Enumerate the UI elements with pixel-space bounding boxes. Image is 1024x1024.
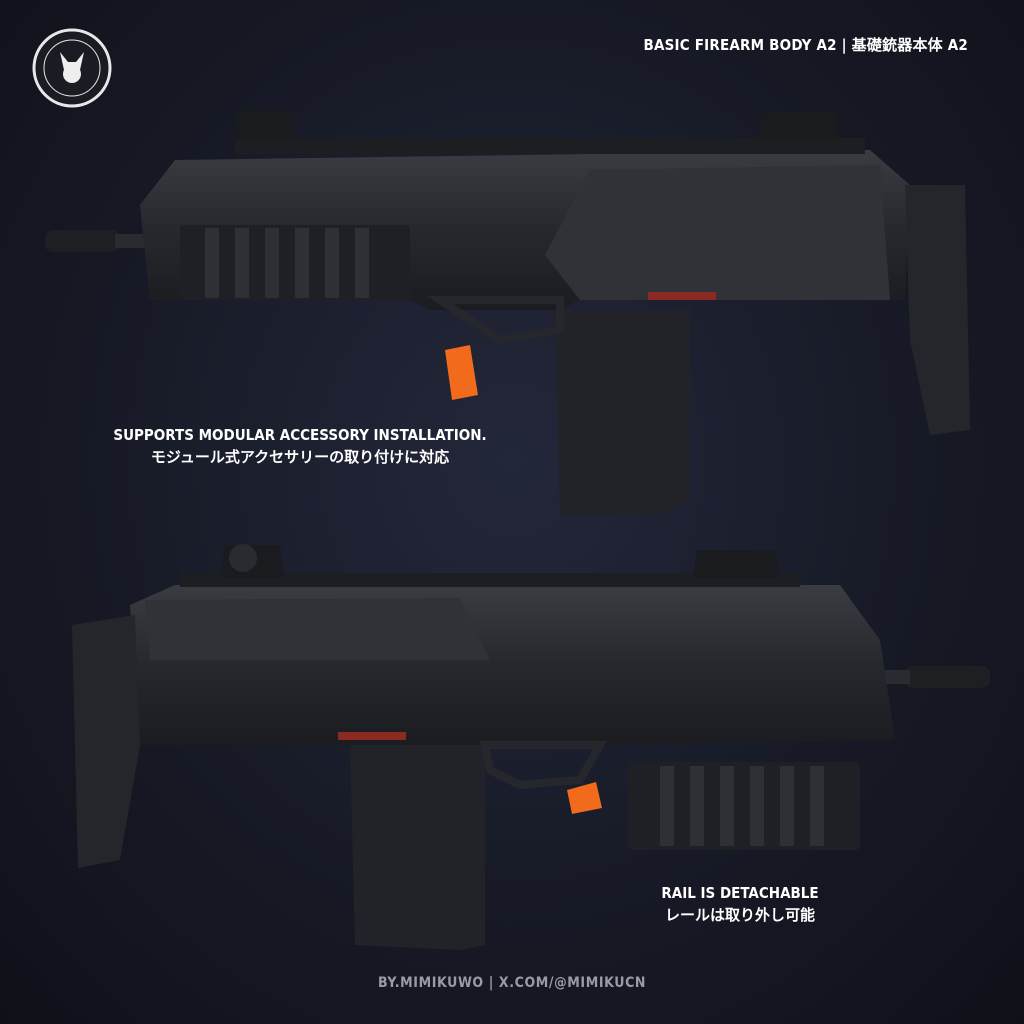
grip (350, 745, 485, 950)
page-title: BASIC FIREARM BODY A2 | 基礎銃器本体 A2 (643, 36, 968, 54)
credit-footer: BY.MIMIKUWO | X.COM/@MIMIKUCN (377, 975, 647, 991)
trigger-guard (426, 296, 564, 345)
mimikuwo-logo (32, 28, 112, 108)
top-rail (180, 573, 800, 587)
detached-rail-part (628, 762, 860, 850)
rail-caption-ja: レールは取り外し可能 (664, 906, 815, 924)
folding-stock (905, 185, 970, 435)
front-sight (693, 550, 780, 578)
grip (555, 310, 690, 515)
suppressor-muzzle (45, 230, 120, 252)
modular-caption: SUPPORTS MODULAR ACCESSORY INSTALLATION.… (100, 424, 500, 468)
suppressor-muzzle (905, 666, 990, 688)
rail-caption-en: RAIL IS DETACHABLE (661, 884, 819, 902)
rail-caption: RAIL IS DETACHABLE レールは取り外し可能 (620, 882, 860, 926)
modular-caption-ja: モジュール式アクセサリーの取り付けに対応 (150, 448, 450, 466)
top-rail (235, 138, 865, 154)
firearm-bottom-view-right (72, 544, 990, 950)
rear-sight (232, 110, 298, 140)
front-sight (758, 112, 840, 140)
trigger-guard (480, 741, 607, 790)
orange-tag (567, 782, 602, 814)
orange-tag (445, 345, 478, 400)
modular-caption-en: SUPPORTS MODULAR ACCESSORY INSTALLATION. (113, 426, 487, 444)
folding-stock (72, 615, 140, 868)
firearm-top-view-left (45, 110, 970, 515)
